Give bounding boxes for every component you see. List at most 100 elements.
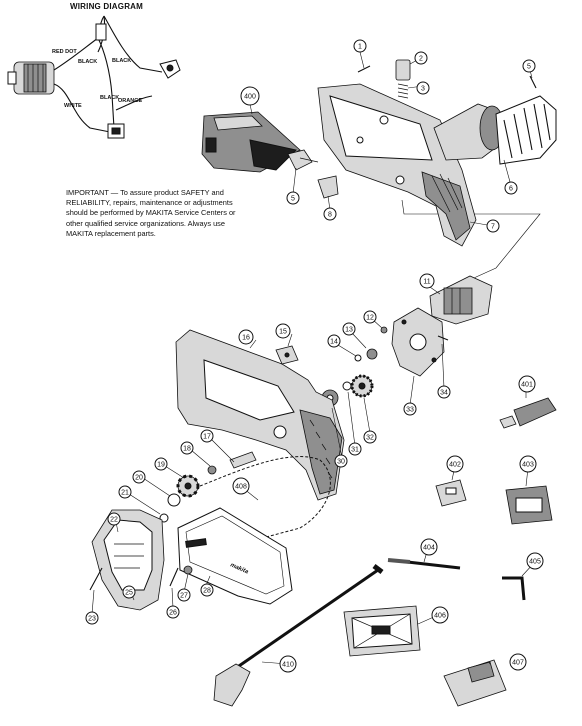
callout-7: 7 — [486, 219, 500, 233]
svg-text:7: 7 — [491, 224, 495, 231]
callout-406: 406 — [431, 606, 449, 624]
callout-33: 33 — [403, 402, 417, 416]
callout-407: 407 — [509, 653, 527, 671]
wire-label-black-3: BLACK — [100, 95, 119, 101]
chain-oil-bottle-icon — [499, 397, 557, 429]
svg-text:12: 12 — [366, 315, 374, 322]
callout-15: 15 — [275, 323, 291, 339]
svg-text:5: 5 — [291, 196, 295, 203]
important-notice: IMPORTANT — To assure product SAFETY and… — [66, 188, 236, 238]
wiring-terminal-icon — [159, 59, 181, 79]
callout-6: 6 — [504, 181, 518, 195]
svg-text:6: 6 — [509, 186, 513, 193]
svg-text:408: 408 — [235, 484, 247, 491]
callout-3: 3 — [416, 81, 430, 95]
callout-400: 400 — [240, 86, 260, 106]
extension-pole-icon — [213, 564, 384, 707]
callout-410: 410 — [279, 655, 297, 673]
svg-text:406: 406 — [434, 613, 446, 620]
wire-label-black-1: BLACK — [78, 59, 97, 65]
svg-text:23: 23 — [88, 616, 96, 623]
svg-text:26: 26 — [169, 610, 177, 617]
callout-28: 28 — [200, 583, 214, 597]
svg-text:400: 400 — [244, 94, 256, 101]
callout-403: 403 — [519, 455, 537, 473]
callout-34: 34 — [437, 385, 451, 399]
file-tool-icon — [387, 558, 461, 570]
svg-text:5: 5 — [527, 64, 531, 71]
motor-tube-icon — [433, 103, 507, 161]
callout-5a: 5 — [522, 59, 536, 73]
carrying-case-icon — [343, 605, 421, 657]
svg-text:2: 2 — [419, 56, 423, 63]
handle-housing-icon — [175, 329, 345, 501]
latch-icon — [317, 175, 339, 199]
motor-housing-icon — [317, 83, 477, 247]
bar-cover-icon — [505, 485, 553, 525]
callout-405: 405 — [526, 552, 544, 570]
callout-408: 408 — [232, 477, 250, 495]
charger-icon — [443, 659, 507, 707]
wire-label-white: WHITE — [64, 103, 82, 109]
chain-guard-icon — [91, 509, 165, 611]
cover-screw-icon — [529, 75, 537, 89]
washer-18-icon — [207, 465, 217, 475]
svg-text:3: 3 — [421, 86, 425, 93]
svg-text:8: 8 — [328, 212, 332, 219]
callout-2: 2 — [414, 51, 428, 65]
svg-text:11: 11 — [423, 279, 430, 286]
callout-25: 25 — [122, 585, 136, 599]
svg-text:31: 31 — [351, 447, 359, 454]
svg-text:403: 403 — [522, 462, 534, 469]
sprocket-icon — [176, 474, 200, 498]
svg-text:30: 30 — [337, 459, 345, 466]
svg-text:401: 401 — [521, 382, 533, 389]
callout-17: 17 — [200, 429, 214, 443]
trigger-switch-icon — [275, 345, 299, 365]
guide-bar-icon: makita — [177, 507, 293, 605]
callout-404: 404 — [420, 538, 438, 556]
svg-text:21: 21 — [121, 490, 129, 497]
svg-text:27: 27 — [180, 593, 188, 600]
washer-14-icon — [354, 354, 362, 362]
callout-19: 19 — [154, 457, 168, 471]
svg-text:20: 20 — [135, 475, 143, 482]
svg-text:405: 405 — [529, 559, 541, 566]
svg-text:16: 16 — [242, 335, 250, 342]
callout-1: 1 — [353, 39, 367, 53]
callout-401: 401 — [518, 375, 536, 393]
bar-cover-small-icon — [435, 479, 467, 507]
svg-text:18: 18 — [183, 446, 191, 453]
saw-chain-icon — [179, 456, 331, 561]
svg-text:407: 407 — [512, 660, 524, 667]
wiring-diagram: RED DOT BLACK BLACK BLACK WHITE ORANGE — [7, 15, 181, 139]
callout-12: 12 — [363, 310, 377, 324]
callout-11: 11 — [419, 273, 435, 289]
wiring-motor-icon — [7, 61, 55, 95]
callout-402: 402 — [446, 455, 464, 473]
wiring-switch-icon — [107, 123, 125, 139]
screw-26-icon — [169, 567, 179, 587]
callout-21: 21 — [118, 485, 132, 499]
svg-text:410: 410 — [282, 662, 294, 669]
svg-text:14: 14 — [330, 339, 338, 346]
hex-wrench-icon — [502, 576, 526, 601]
gear-plate-icon — [391, 307, 445, 377]
callout-20: 20 — [132, 470, 146, 484]
wire-label-red-dot: RED DOT — [52, 49, 77, 55]
svg-text:28: 28 — [203, 588, 211, 595]
washer-20-icon — [167, 493, 181, 507]
callout-16: 16 — [238, 329, 254, 345]
svg-text:15: 15 — [279, 329, 287, 336]
shaft-icon — [229, 451, 257, 469]
screw-icon — [357, 65, 371, 73]
motor-icon — [429, 275, 493, 325]
gear-32-icon — [350, 374, 374, 398]
svg-text:25: 25 — [125, 590, 133, 597]
wire-label-orange: ORANGE — [118, 98, 142, 104]
nut-27-icon — [183, 565, 193, 575]
callout-13: 13 — [342, 322, 356, 336]
svg-text:33: 33 — [406, 407, 414, 414]
